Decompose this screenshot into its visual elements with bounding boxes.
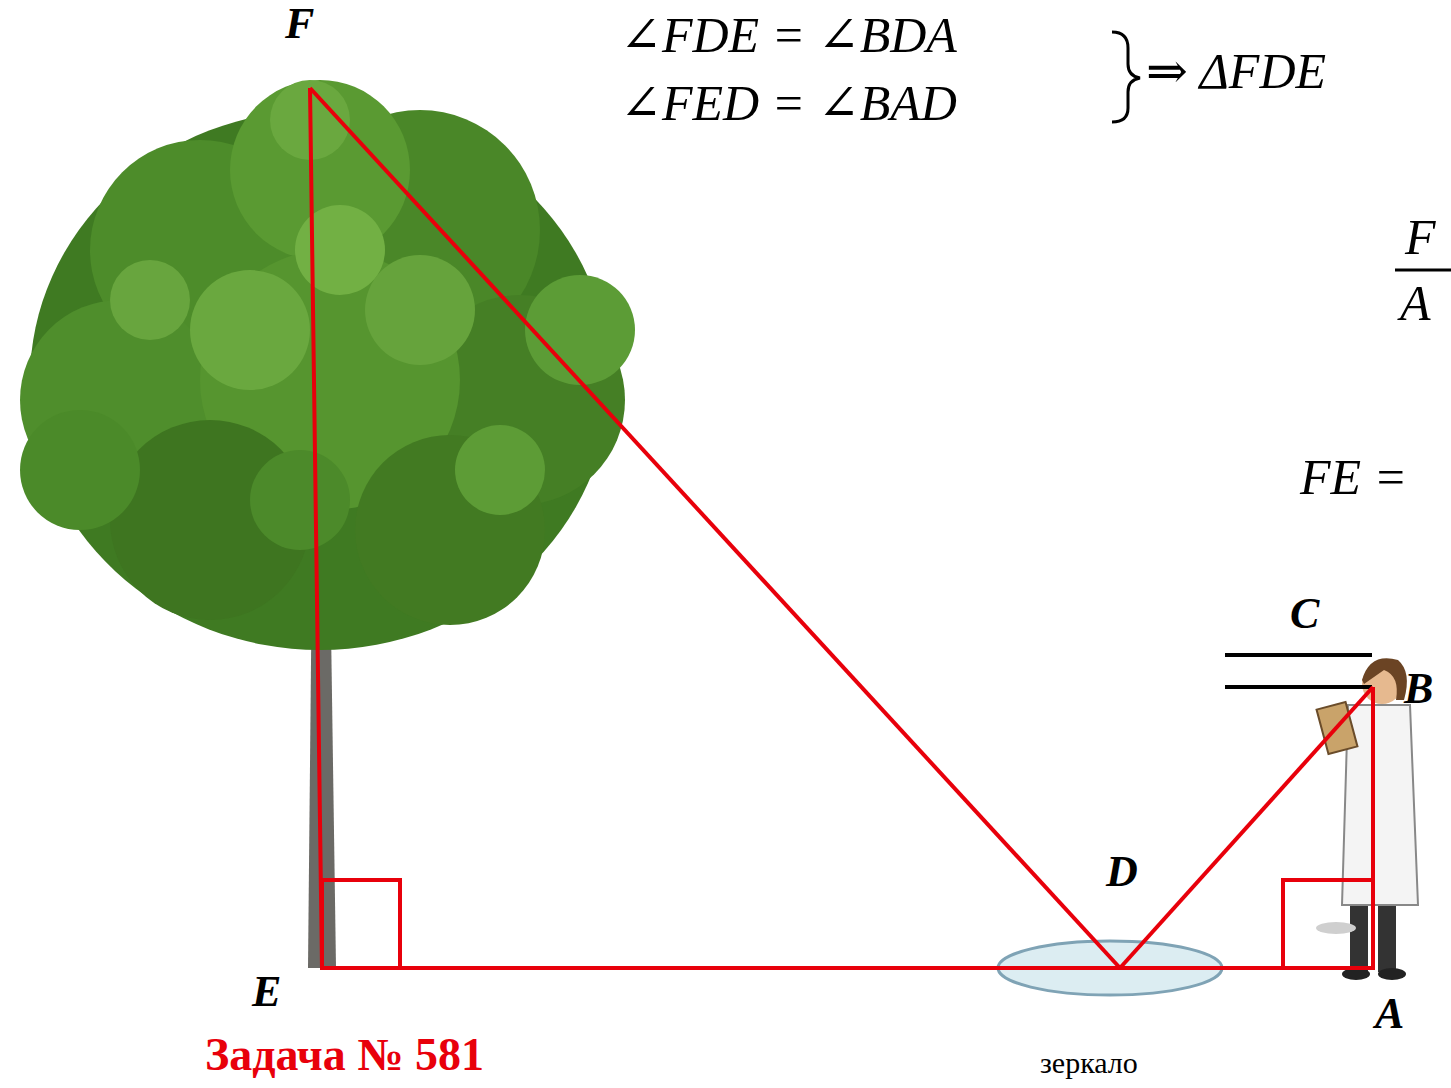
point-label: A <box>1375 990 1404 1038</box>
ray-line <box>1225 653 1372 657</box>
tree-canopy <box>20 80 635 650</box>
fraction-numerator: F <box>1405 210 1436 265</box>
formula-text: ∠FED = ∠BAD <box>620 76 957 131</box>
task-title: Задача № 581 <box>205 1030 484 1081</box>
mirror-caption: зеркало <box>1040 1046 1138 1079</box>
point-label: D <box>1106 848 1138 896</box>
point-label: B <box>1404 665 1433 713</box>
formula-text: FE = <box>1300 450 1407 505</box>
fraction-bar <box>1395 269 1451 272</box>
formula-text: ⇒ ΔFDE <box>1146 44 1326 99</box>
ray-line <box>1225 685 1372 689</box>
curly-brace <box>1112 32 1140 122</box>
point-label: C <box>1290 590 1319 638</box>
formula-text: ∠FDE = ∠BDA <box>620 8 957 63</box>
person-figure <box>1316 658 1418 980</box>
triangle-lines <box>310 88 1373 968</box>
point-label: F <box>285 0 314 48</box>
point-label: E <box>252 968 281 1016</box>
fraction-denominator: A <box>1400 276 1431 331</box>
